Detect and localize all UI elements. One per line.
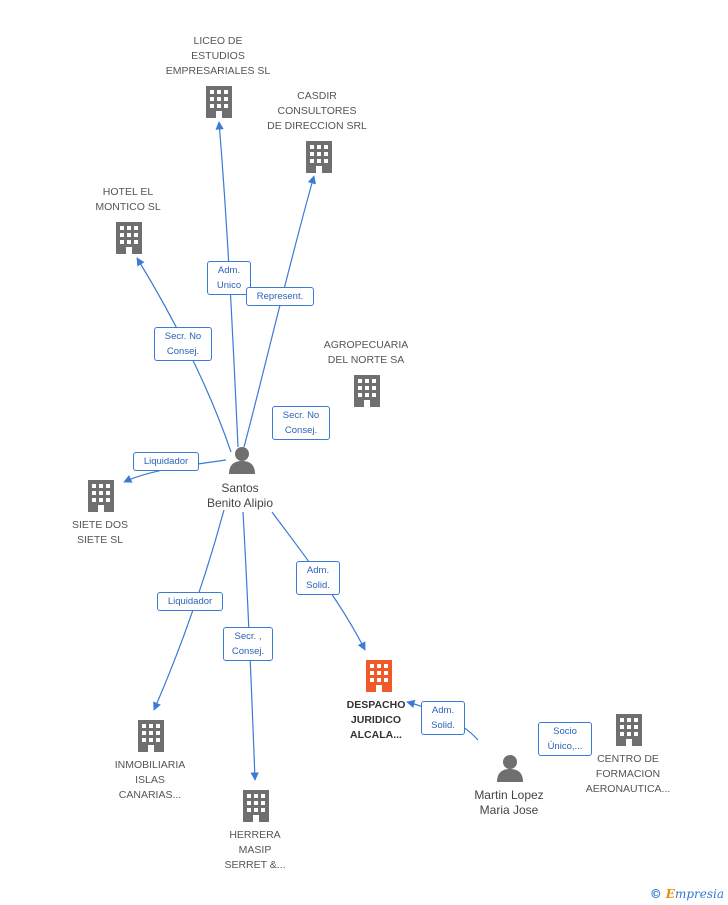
building-icon-agropecuaria (354, 375, 380, 407)
node-label-despacho[interactable]: DESPACHO JURIDICO ALCALA... (346, 699, 406, 741)
edge-label-represent: Represent. (246, 287, 314, 306)
edge-santos-inmobiliaria (153, 509, 225, 711)
node-label-agropecuaria[interactable]: AGROPECUARIA DEL NORTE SA (323, 339, 409, 366)
edge-label-secr-no-consej-agro: Secr. No Consej. (272, 406, 330, 440)
edge-label-liquidador-siete: Liquidador (133, 452, 199, 471)
person-label-martin[interactable]: Martin Lopez Maria Jose (474, 788, 544, 817)
node-label-hotel[interactable]: HOTEL EL MONTICO SL (95, 186, 161, 213)
building-icon-siete (88, 480, 114, 512)
node-label-liceo[interactable]: LICEO DE ESTUDIOS EMPRESARIALES SL (165, 35, 271, 77)
edge-label-adm-solid-santos: Adm. Solid. (296, 561, 340, 595)
node-label-centro[interactable]: CENTRO DE FORMACION AERONAUTICA... (585, 753, 671, 795)
node-label-casdir[interactable]: CASDIR CONSULTORES DE DIRECCION SRL (267, 90, 367, 132)
building-icon-hotel (116, 222, 142, 254)
copyright-icon: © (649, 887, 662, 901)
edge-label-secr-no-consej-hotel: Secr. No Consej. (154, 327, 212, 361)
node-label-herrera[interactable]: HERRERA MASIP SERRET &... (224, 829, 286, 871)
person-label-santos[interactable]: Santos Benito Alipio (206, 481, 274, 510)
building-icon-casdir (306, 141, 332, 173)
edge-label-adm-solid-martin: Adm. Solid. (421, 701, 465, 735)
edge-label-socio-unico: Socio Único,... (538, 722, 592, 756)
person-icon-martin (497, 755, 523, 782)
building-icon-inmobiliaria (138, 720, 164, 752)
node-label-inmobiliaria[interactable]: INMOBILIARIA ISLAS CANARIAS... (114, 759, 186, 801)
edge-label-adm-unico: Adm. Unico (207, 261, 251, 295)
brand-name-first: E (665, 887, 675, 901)
edge-santos-casdir (243, 175, 316, 448)
brand-logo: ©Empresia (650, 887, 724, 901)
edge-label-liquidador-inmobiliaria: Liquidador (157, 592, 223, 611)
node-label-siete[interactable]: SIETE DOS SIETE SL (71, 519, 129, 546)
brand-name-rest: mpresia (674, 887, 724, 901)
building-icon-herrera (243, 790, 269, 822)
building-icon-centro (616, 714, 642, 746)
edge-label-secr-consej: Secr. , Consej. (223, 627, 273, 661)
building-icon-despacho (366, 660, 392, 692)
building-icon-liceo (206, 86, 232, 118)
person-icon-santos (229, 447, 255, 474)
